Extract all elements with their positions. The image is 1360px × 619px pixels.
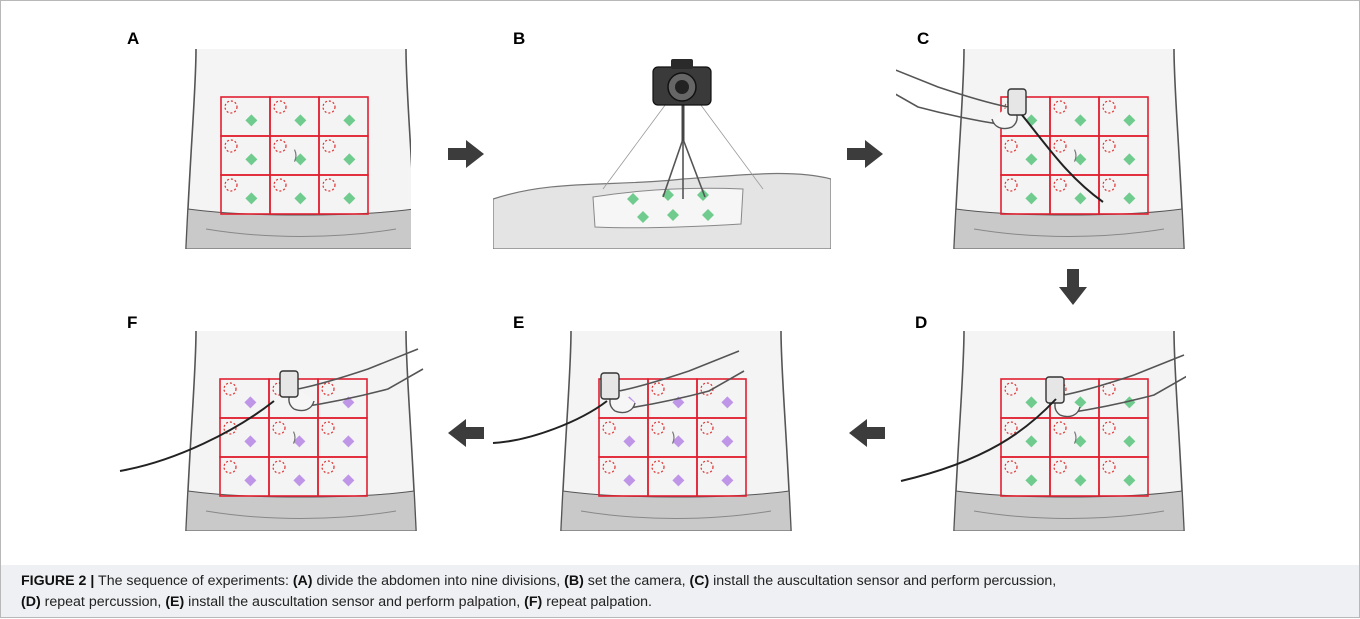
arrow-left-icon [849, 419, 885, 447]
abdomen-illustration-e [491, 331, 831, 531]
arrow-right-icon [847, 140, 883, 168]
step-text-a: divide the abdomen into nine divisions, [313, 573, 565, 589]
abdomen-illustration-a [181, 49, 411, 249]
arrow-left-icon [448, 419, 484, 447]
caption-text: FIGURE 2 | The sequence of experiments: … [21, 571, 1341, 613]
auscultation-sensor [1008, 89, 1026, 115]
panel-label-c: C [917, 29, 929, 49]
step-tag-c: (C) [690, 573, 710, 589]
panel-label-b: B [513, 29, 525, 49]
panel-label-e: E [513, 313, 524, 333]
step-tag-d: (D) [21, 594, 41, 610]
torso-drawing [186, 331, 416, 531]
panel-label-a: A [127, 29, 139, 49]
step-tag-e: (E) [165, 594, 184, 610]
arrow-down-icon [1059, 269, 1087, 305]
waistband [186, 209, 411, 249]
camera-lens-inner [675, 80, 689, 94]
step-text-e: install the auscultation sensor and perf… [184, 594, 524, 610]
panel-label-d: D [915, 313, 927, 333]
waistband [954, 491, 1184, 531]
torso-drawing [561, 331, 791, 531]
abdomen-illustration-c [896, 49, 1186, 249]
torso-drawing [954, 49, 1184, 249]
abdomen-illustration-f [116, 331, 426, 531]
step-text-b: set the camera, [584, 573, 690, 589]
waistband [561, 491, 791, 531]
camera-setup-illustration-b [493, 49, 831, 249]
figure-caption: FIGURE 2 | The sequence of experiments: … [0, 565, 1360, 618]
arrow-right-icon [448, 140, 484, 168]
figure-panel-area: A B C D E F [0, 0, 1360, 567]
abdomen-illustration-d [896, 331, 1186, 531]
auscultation-sensor [601, 373, 619, 399]
caption-intro: The sequence of experiments: [94, 573, 292, 589]
camera-viewfinder [671, 59, 693, 69]
step-tag-a: (A) [293, 573, 313, 589]
step-tag-b: (B) [564, 573, 584, 589]
torso-drawing [954, 331, 1184, 531]
figure-label: FIGURE 2 | [21, 573, 94, 589]
auscultation-sensor [280, 371, 298, 397]
step-text-d: repeat percussion, [41, 594, 166, 610]
torso-drawing [186, 49, 411, 249]
waistband [186, 491, 416, 531]
waistband [954, 209, 1184, 249]
panel-label-f: F [127, 313, 137, 333]
step-tag-f: (F) [524, 594, 542, 610]
step-text-c: install the auscultation sensor and perf… [709, 573, 1056, 589]
step-text-f: repeat palpation. [542, 594, 652, 610]
